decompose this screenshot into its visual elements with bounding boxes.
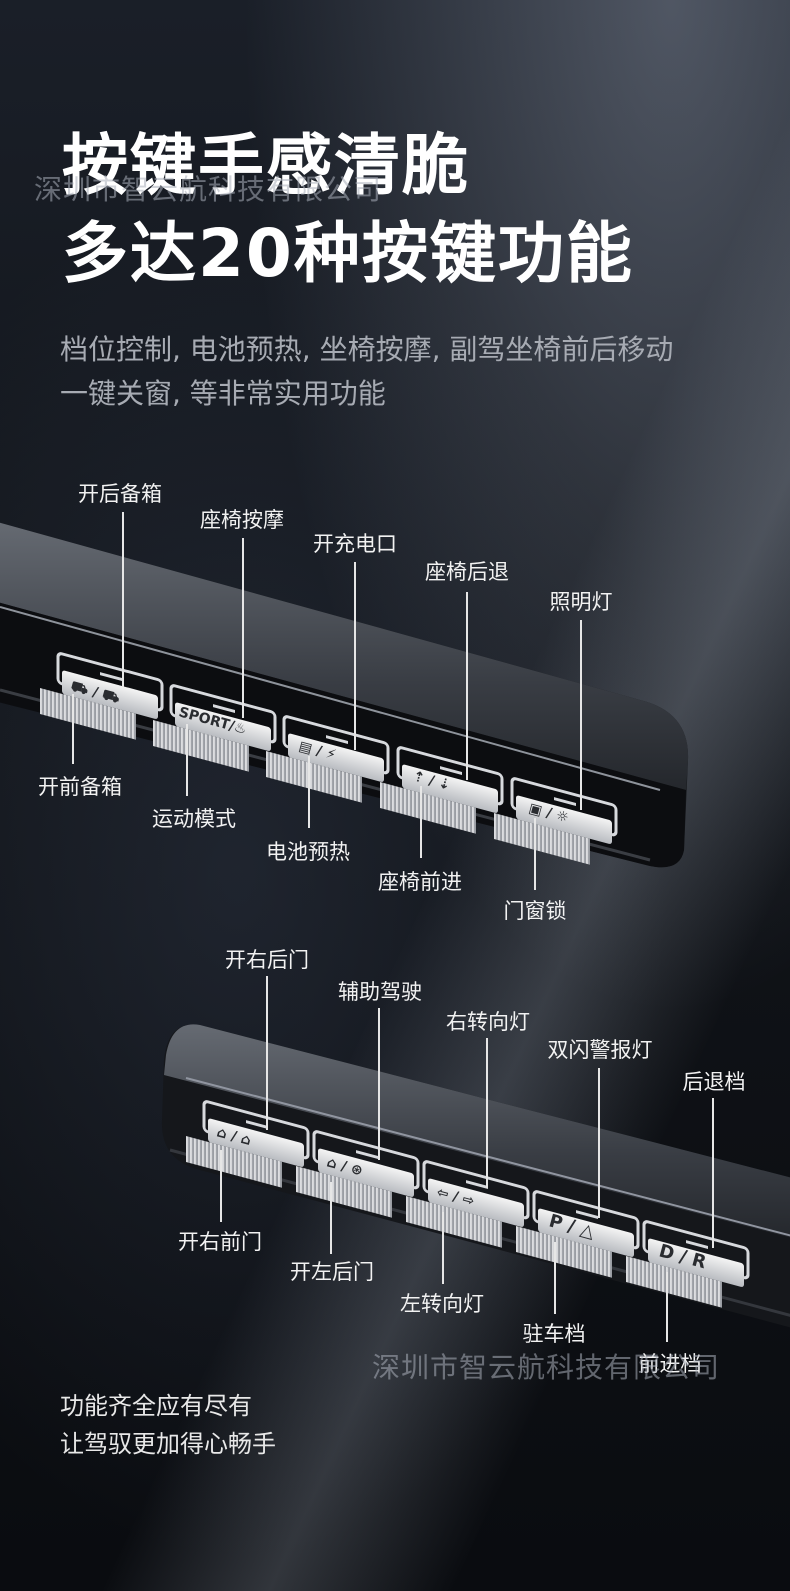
callout-line-seat-massage <box>242 538 244 718</box>
callout-line-seat-back <box>466 592 468 780</box>
watermark-top: 深圳市智云航科技有限公司 <box>34 173 383 206</box>
label-park-gear: 驻车档 <box>522 1322 586 1346</box>
callout-line-drive <box>666 1272 668 1342</box>
label-open-charge-port: 开充电口 <box>313 532 397 556</box>
label-battery-preheat: 电池预热 <box>266 840 350 864</box>
callout-line-rear-trunk <box>122 512 124 687</box>
description-line-2: 一键关窗, 等非常实用功能 <box>60 377 386 410</box>
callout-line-right-rear-door <box>266 976 268 1130</box>
callout-line-left-turn <box>442 1212 444 1284</box>
description-line-1: 档位控制, 电池预热, 坐椅按摩, 副驾坐椅前后移动 <box>60 333 674 366</box>
headline-line-1: 按键手感清脆 <box>62 127 470 204</box>
label-seat-forward: 座椅前进 <box>378 870 462 894</box>
callout-line-park <box>554 1242 556 1314</box>
label-sport-mode: 运动模式 <box>152 807 236 831</box>
callout-line-seat-forward <box>420 786 422 858</box>
callout-line-hazard <box>598 1068 600 1218</box>
callout-line-door-lock <box>534 818 536 890</box>
label-right-turn-signal: 右转向灯 <box>446 1010 530 1034</box>
callout-line-driver-assist <box>378 1008 380 1160</box>
panel-2-keys <box>186 1100 750 1308</box>
label-open-right-front-door: 开右前门 <box>178 1230 262 1254</box>
closing-line-2: 让驾驭更加得心畅手 <box>60 1430 276 1458</box>
label-seat-massage: 座椅按摩 <box>200 508 284 532</box>
headline-line-2: 多达20种按键功能 <box>62 215 634 292</box>
closing-line-1: 功能齐全应有尽有 <box>60 1392 252 1420</box>
label-lighting: 照明灯 <box>549 590 613 614</box>
label-open-front-trunk: 开前备箱 <box>38 775 122 799</box>
watermark-bottom: 深圳市智云航科技有限公司 <box>372 1351 721 1384</box>
callout-line-charge-port <box>354 562 356 750</box>
callout-line-sport-mode <box>186 724 188 796</box>
label-open-rear-trunk: 开后备箱 <box>78 482 162 506</box>
callout-line-right-turn <box>486 1038 488 1188</box>
panel-1-keys <box>40 652 618 865</box>
label-hazard-lights: 双闪警报灯 <box>547 1038 653 1062</box>
callout-line-lighting <box>580 620 582 810</box>
callout-line-right-front-door <box>220 1150 222 1222</box>
label-door-window-lock: 门窗锁 <box>503 899 567 923</box>
label-drive-gear: 前进档 <box>638 1352 702 1376</box>
label-seat-backward: 座椅后退 <box>425 560 509 584</box>
callout-line-front-trunk <box>72 694 74 764</box>
callout-line-reverse <box>712 1098 714 1248</box>
callout-line-battery-preheat <box>308 756 310 828</box>
callout-line-left-rear-door <box>330 1182 332 1254</box>
label-left-turn-signal: 左转向灯 <box>400 1292 484 1316</box>
label-driver-assist: 辅助驾驶 <box>338 980 422 1004</box>
label-reverse-gear: 后退档 <box>682 1070 746 1094</box>
label-open-left-rear-door: 开左后门 <box>290 1260 374 1284</box>
label-open-right-rear-door: 开右后门 <box>225 948 309 972</box>
